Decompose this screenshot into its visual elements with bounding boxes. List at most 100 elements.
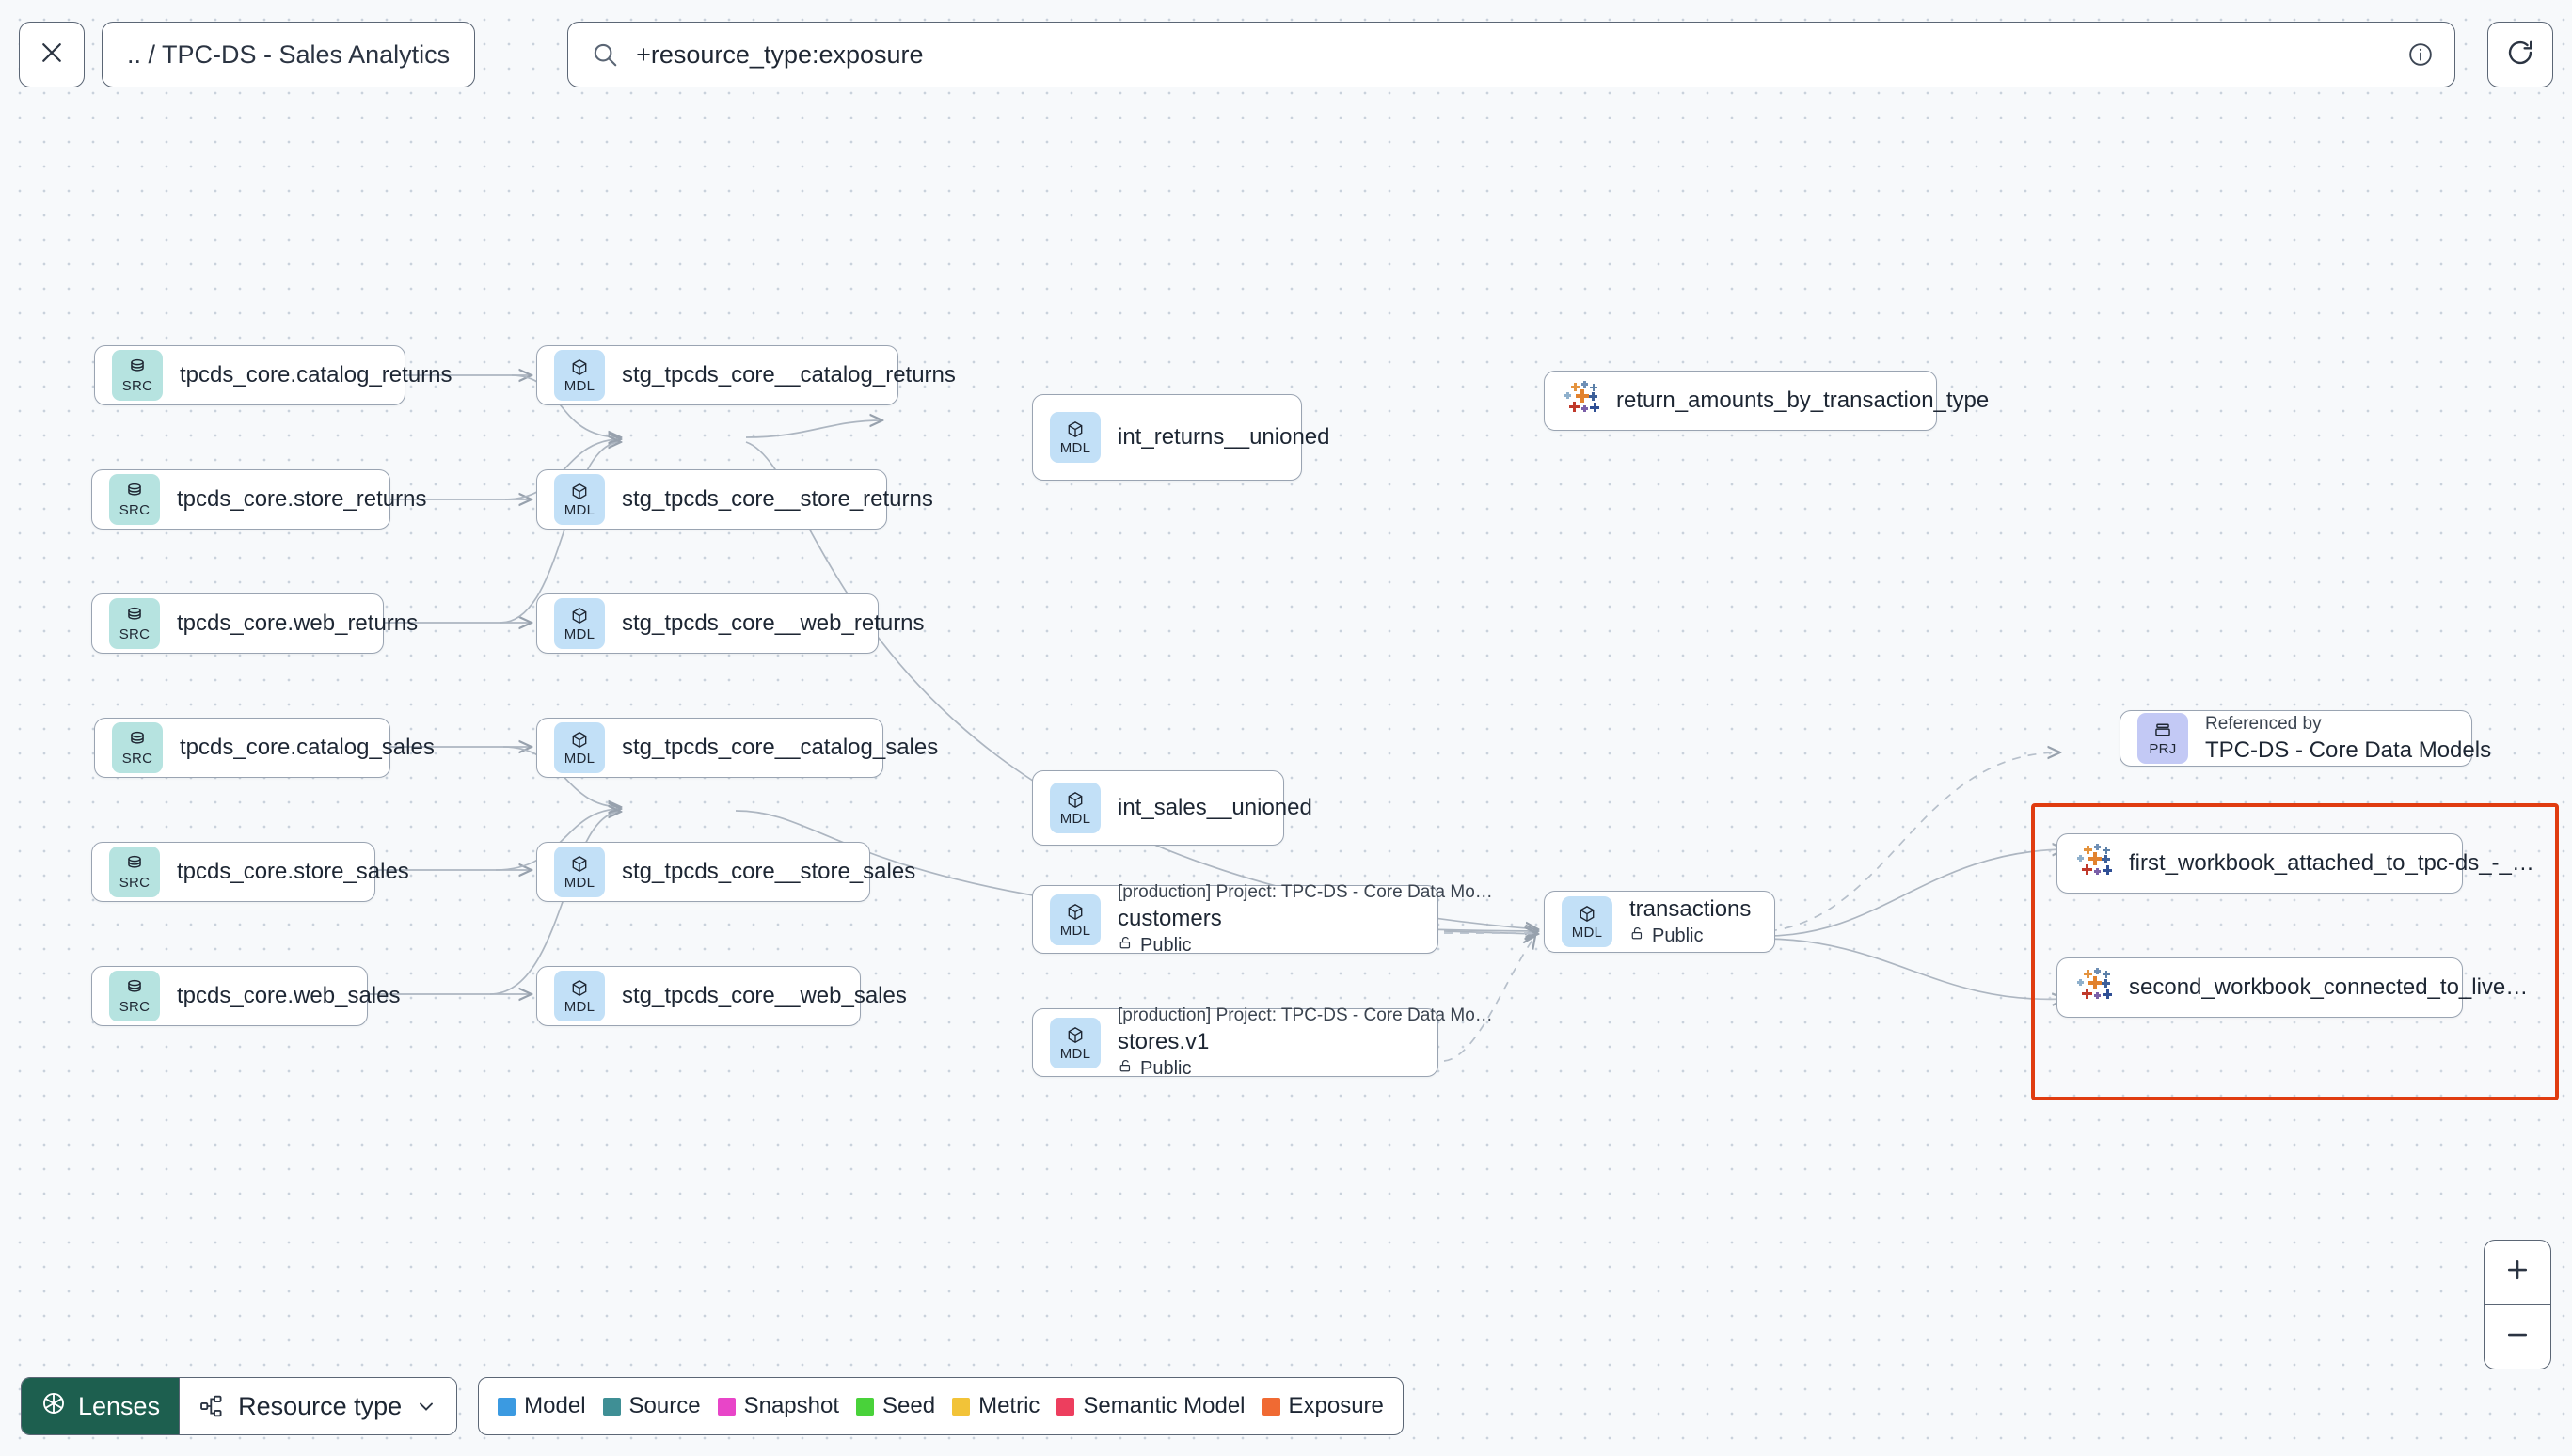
- node-access-badge: Public: [1118, 1058, 1421, 1080]
- node-label: tpcds_core.store_returns: [177, 486, 427, 512]
- tableau-exposure-icon: [2074, 968, 2114, 1007]
- node-referenced-by-project[interactable]: PRJ Referenced by TPC-DS - Core Data Mod…: [2120, 710, 2491, 767]
- legend-item: Source: [602, 1393, 701, 1419]
- node-src-web-returns[interactable]: SRC tpcds_core.web_returns: [91, 593, 418, 654]
- legend-swatch: [602, 1397, 621, 1416]
- source-badge: SRC: [109, 971, 160, 1021]
- node-stores-v1[interactable]: MDL [production] Project: TPC-DS - Core …: [1032, 1005, 1493, 1080]
- node-label: tpcds_core.web_returns: [177, 610, 419, 636]
- unlock-icon: [1629, 926, 1645, 947]
- node-src-catalog-sales[interactable]: SRC tpcds_core.catalog_sales: [94, 718, 435, 778]
- node-stg-web-sales[interactable]: MDL stg_tpcds_core__web_sales: [536, 966, 907, 1026]
- legend-label: Metric: [978, 1393, 1040, 1418]
- model-badge: MDL: [554, 598, 605, 649]
- search-input[interactable]: +resource_type:exposure: [567, 22, 2455, 87]
- node-label: tpcds_core.catalog_returns: [180, 362, 452, 388]
- node-transactions[interactable]: MDL transactions Public: [1544, 891, 1775, 953]
- project-badge: PRJ: [2137, 713, 2188, 764]
- node-stg-store-returns[interactable]: MDL stg_tpcds_core__store_returns: [536, 469, 933, 530]
- node-access-badge: Public: [1118, 935, 1421, 957]
- badge-code: SRC: [119, 502, 151, 518]
- breadcrumb[interactable]: .. / TPC-DS - Sales Analytics: [102, 22, 476, 87]
- zoom-in-button[interactable]: [2485, 1241, 2550, 1305]
- model-badge: MDL: [554, 474, 605, 525]
- source-badge: SRC: [109, 847, 160, 897]
- node-stg-catalog-returns[interactable]: MDL stg_tpcds_core__catalog_returns: [536, 345, 956, 405]
- node-label: stores.v1: [1118, 1029, 1210, 1054]
- model-badge: MDL: [1050, 412, 1101, 463]
- search-query-value: +resource_type:exposure: [636, 40, 924, 69]
- node-text-block: [production] Project: TPC-DS - Core Data…: [1118, 1005, 1493, 1080]
- node-label: first_workbook_attached_to_tpc-ds_-_…: [2129, 850, 2534, 876]
- legend-item: Seed: [856, 1393, 935, 1419]
- badge-code: MDL: [1059, 440, 1091, 456]
- refresh-icon: [2505, 38, 2535, 72]
- node-int-returns-unioned[interactable]: MDL int_returns__unioned: [1032, 394, 1330, 481]
- model-badge: MDL: [554, 971, 605, 1021]
- unlock-icon: [1118, 1058, 1134, 1080]
- node-label: int_sales__unioned: [1118, 795, 1312, 820]
- badge-code: SRC: [121, 378, 153, 394]
- legend-swatch: [498, 1397, 516, 1416]
- node-exposure-second-workbook[interactable]: second_workbook_connected_to_live…: [2056, 957, 2528, 1018]
- badge-code: MDL: [564, 378, 595, 394]
- node-stg-store-sales[interactable]: MDL stg_tpcds_core__store_sales: [536, 842, 915, 902]
- minus-icon: [2503, 1321, 2532, 1353]
- refresh-button[interactable]: [2487, 22, 2553, 87]
- source-badge: SRC: [112, 350, 163, 401]
- node-customers[interactable]: MDL [production] Project: TPC-DS - Core …: [1032, 882, 1493, 957]
- badge-code: MDL: [1059, 922, 1091, 939]
- node-label: int_returns__unioned: [1118, 424, 1330, 450]
- legend-label: Seed: [882, 1393, 936, 1418]
- node-stg-catalog-sales[interactable]: MDL stg_tpcds_core__catalog_sales: [536, 718, 938, 778]
- node-access-label: Public: [1140, 1058, 1192, 1079]
- node-label: stg_tpcds_core__catalog_sales: [622, 735, 939, 760]
- node-label: stg_tpcds_core__store_sales: [622, 859, 916, 884]
- lenses-button[interactable]: Lenses: [22, 1378, 180, 1434]
- legend-swatch: [1262, 1397, 1280, 1416]
- legend-item: Model: [498, 1393, 586, 1419]
- node-label: tpcds_core.catalog_sales: [180, 735, 435, 760]
- resource-type-dropdown[interactable]: Resource type: [179, 1378, 457, 1434]
- unlock-icon: [1118, 935, 1134, 957]
- node-text-block: [production] Project: TPC-DS - Core Data…: [1118, 882, 1493, 957]
- plus-icon: [2503, 1256, 2532, 1289]
- legend-label: Exposure: [1288, 1393, 1384, 1418]
- legend-swatch: [1056, 1397, 1075, 1416]
- node-src-store-sales[interactable]: SRC tpcds_core.store_sales: [91, 842, 409, 902]
- badge-code: SRC: [119, 999, 151, 1015]
- lenses-control-group: Lenses Resource type: [21, 1377, 458, 1435]
- node-label: customers: [1118, 906, 1222, 931]
- close-button[interactable]: [19, 22, 85, 87]
- zoom-out-button[interactable]: [2485, 1305, 2550, 1369]
- node-project-label: [production] Project: TPC-DS - Core Data…: [1118, 1005, 1493, 1025]
- badge-code: MDL: [1059, 1045, 1091, 1062]
- aperture-icon: [40, 1390, 67, 1423]
- node-access-label: Public: [1652, 926, 1704, 946]
- node-src-store-returns[interactable]: SRC tpcds_core.store_returns: [91, 469, 426, 530]
- node-label: return_amounts_by_transaction_type: [1616, 388, 1990, 413]
- model-badge: MDL: [554, 350, 605, 401]
- node-stg-web-returns[interactable]: MDL stg_tpcds_core__web_returns: [536, 593, 925, 654]
- node-int-sales-unioned[interactable]: MDL int_sales__unioned: [1032, 770, 1312, 846]
- tableau-exposure-icon: [1562, 381, 1601, 420]
- breadcrumb-label: .. / TPC-DS - Sales Analytics: [127, 40, 451, 69]
- legend-swatch: [952, 1397, 971, 1416]
- node-label: tpcds_core.store_sales: [177, 859, 409, 884]
- node-access-label: Public: [1140, 935, 1192, 956]
- node-src-catalog-returns[interactable]: SRC tpcds_core.catalog_returns: [94, 345, 452, 405]
- node-src-web-sales[interactable]: SRC tpcds_core.web_sales: [91, 966, 400, 1026]
- node-exposure-return-amounts[interactable]: return_amounts_by_transaction_type: [1544, 371, 1989, 431]
- info-icon[interactable]: [2407, 41, 2434, 68]
- node-exposure-first-workbook[interactable]: first_workbook_attached_to_tpc-ds_-_…: [2056, 833, 2534, 894]
- model-badge: MDL: [1050, 783, 1101, 833]
- node-label: stg_tpcds_core__store_returns: [622, 486, 933, 512]
- badge-code: SRC: [121, 751, 153, 767]
- legend-label: Model: [524, 1393, 586, 1418]
- badge-code: SRC: [119, 626, 151, 642]
- legend-item: Snapshot: [717, 1393, 839, 1419]
- badge-code: MDL: [564, 999, 595, 1015]
- node-text-block: Referenced by TPC-DS - Core Data Models: [2205, 714, 2491, 764]
